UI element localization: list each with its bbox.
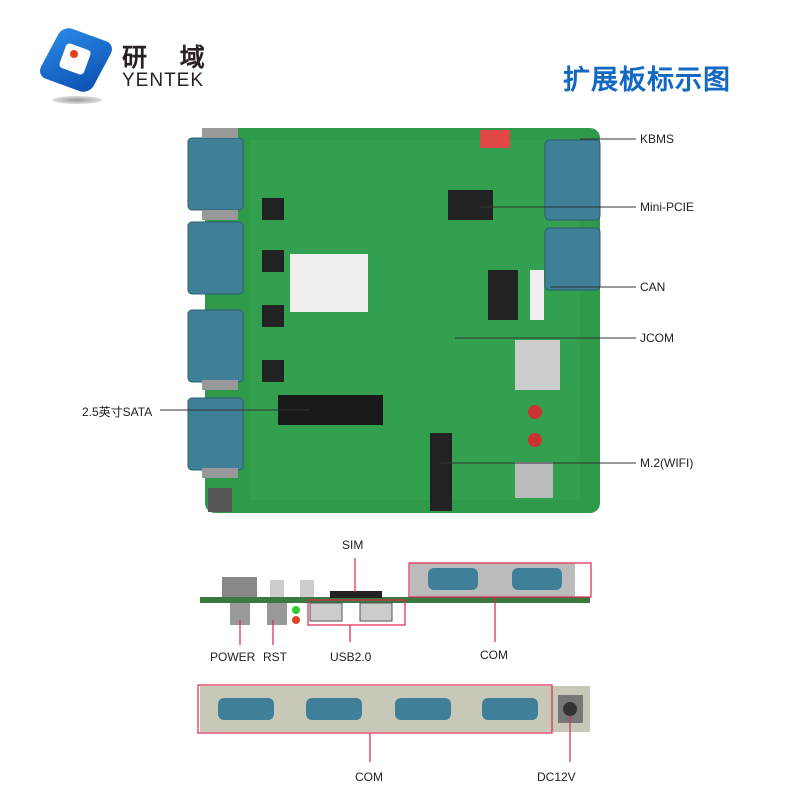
front-view-board [200, 558, 592, 645]
page-title: 扩展板标示图 [563, 65, 731, 96]
brand-logo [36, 25, 116, 104]
top-view-board [160, 128, 636, 513]
label-dc12v: DC12V [537, 770, 576, 784]
rear-view-board [197, 684, 590, 762]
label-kbms: KBMS [640, 132, 675, 146]
label-sata: 2.5英寸SATA [82, 405, 153, 419]
brand-name-cn: 研 域 [122, 43, 217, 72]
label-mini-pcie: Mini-PCIE [640, 200, 695, 214]
label-usb: USB2.0 [330, 650, 372, 664]
label-jcom: JCOM [640, 331, 674, 345]
label-sim: SIM [342, 538, 364, 552]
label-can: CAN [640, 280, 666, 294]
label-rear-com: COM [355, 770, 383, 784]
label-front-com: COM [480, 648, 508, 662]
label-rst: RST [263, 650, 287, 664]
label-m2-wifi: M.2(WIFI) [640, 456, 694, 470]
label-power: POWER [210, 650, 256, 664]
brand-name-en: YENTEK [122, 70, 205, 91]
